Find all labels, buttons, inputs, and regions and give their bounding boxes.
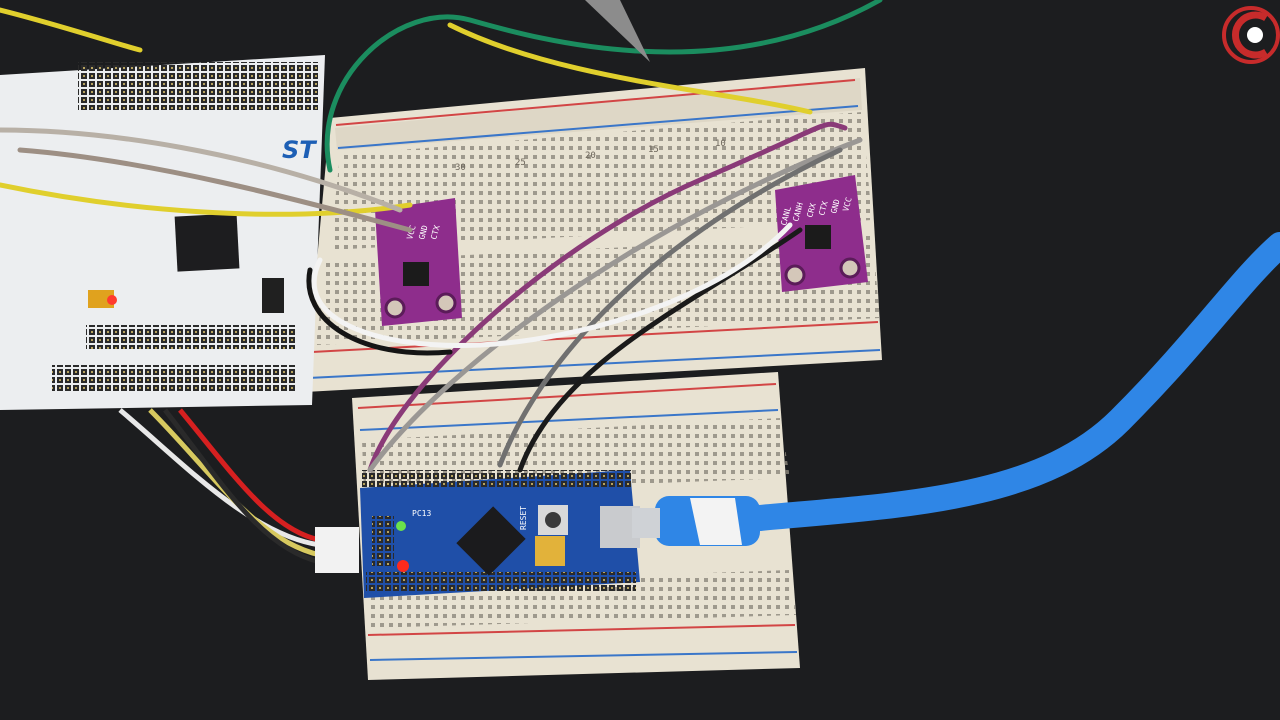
- jst-connector-housing: [315, 527, 359, 573]
- nucleo-capacitor: [88, 290, 114, 308]
- nucleo-header-top: [78, 62, 318, 110]
- bluepill-power-led: [396, 521, 406, 531]
- breadboard-mark-20: 20: [585, 151, 596, 161]
- wire-black: [517, 227, 803, 473]
- wire-grey-3: [497, 147, 843, 468]
- wire-brown: [17, 147, 413, 233]
- probe-tip: [585, 0, 650, 62]
- st-logo-text: ST: [282, 136, 317, 164]
- sensor-left-pin-gnd: GND: [417, 224, 429, 240]
- nucleo-led: [107, 295, 117, 305]
- sensor-right-pin-crx: CRX: [805, 202, 817, 218]
- jst-connector: [118, 408, 359, 573]
- bluepill-pc13-label: PC13: [412, 509, 431, 518]
- jumper-wires: [0, 0, 883, 473]
- breadboard-mark-10: 10: [715, 139, 726, 149]
- nucleo-board: ST: [0, 55, 325, 410]
- bluepill-reset-label: RESET: [519, 506, 528, 530]
- wire-grey-2: [367, 137, 863, 473]
- wire-black-2: [306, 267, 453, 356]
- nucleo-header-bottom: [52, 365, 297, 393]
- sensor-right-pin-vcc: VCC: [841, 196, 853, 212]
- bluepill-header-top: [362, 470, 632, 488]
- sensor-right-pin-ctx: CTX: [817, 200, 829, 216]
- usb-plug-metal: [632, 508, 660, 538]
- wire-green: [324, 0, 883, 173]
- bluepill-mcu-chip: [456, 506, 526, 576]
- channel-logo-icon: [1222, 6, 1280, 64]
- wire-white: [311, 222, 793, 349]
- bluepill-board: PC13 RESET: [360, 470, 640, 598]
- breadboard-mark-15: 15: [648, 145, 659, 155]
- wire-grey-1: [0, 127, 403, 213]
- can-transceiver-module-left: VCC GND CTX: [375, 198, 462, 326]
- bluepill-pc13-led: [397, 560, 409, 572]
- can-transceiver-module-right: VCC GND CTX CRX CANH CANL: [775, 175, 868, 292]
- nucleo-button: [262, 278, 284, 313]
- wire-yellow-corner: [0, 7, 143, 53]
- breadboard-mark-25: 25: [515, 158, 526, 168]
- wire-yellow-top: [447, 22, 813, 115]
- nucleo-mcu-chip: [174, 213, 240, 272]
- usb-cable: [632, 232, 1280, 546]
- wire-yellow-left: [0, 182, 413, 217]
- sensor-right-pin-gnd: GND: [829, 198, 841, 214]
- nucleo-header-mid: [86, 325, 296, 349]
- wire-purple: [367, 121, 848, 473]
- bluepill-header-bottom: [366, 572, 636, 592]
- bluepill-boot-jumper: [535, 536, 565, 566]
- breadboard-mark-30: 30: [455, 163, 466, 173]
- sensor-left-pin-ctx: CTX: [429, 224, 441, 240]
